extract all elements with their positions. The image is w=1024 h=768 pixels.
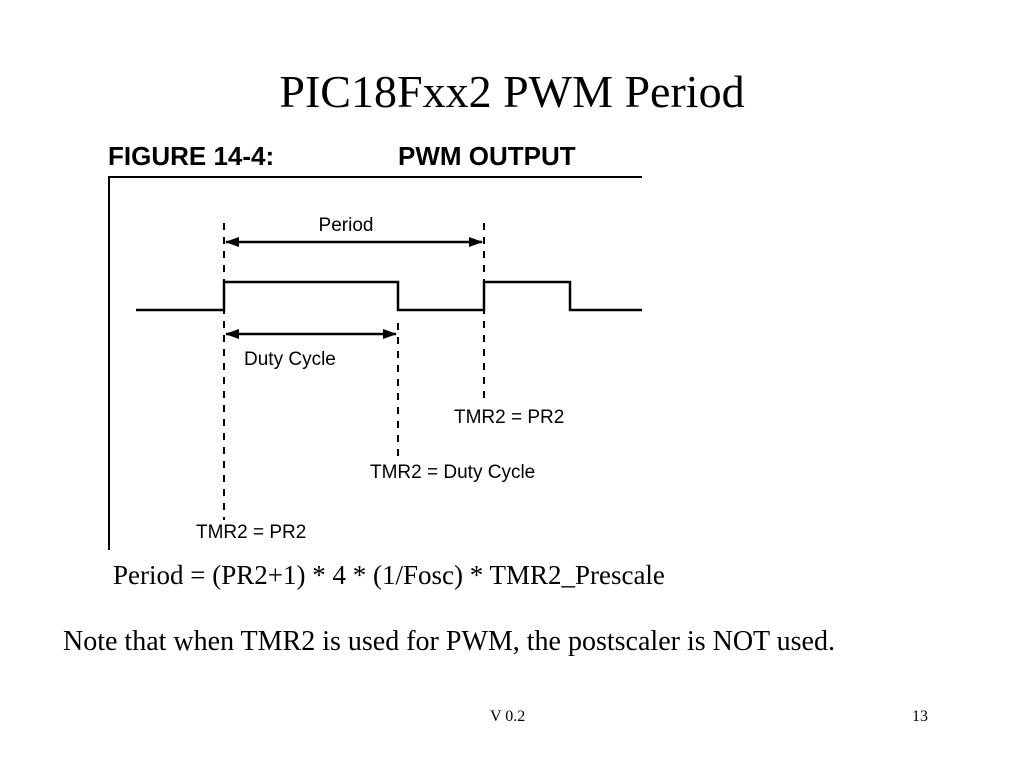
page-number: 13 [912,708,928,725]
slide-title: PIC18Fxx2 PWM Period [279,66,745,117]
tmr2-duty-cycle-label: TMR2 = Duty Cycle [370,462,535,483]
figure-title: PWM OUTPUT [398,141,576,171]
period-label: Period [319,215,374,236]
figure-number: FIGURE 14-4: [108,141,274,171]
version-label: V 0.2 [490,708,526,725]
pwm-waveform [136,280,642,312]
pwm-output-figure: FIGURE 14-4: PWM OUTPUT Period Duty Cycl… [100,135,660,555]
period-formula: Period = (PR2+1) * 4 * (1/Fosc) * TMR2_P… [113,560,665,590]
tmr2-pr2-label-left: TMR2 = PR2 [196,522,306,543]
duty-cycle-label: Duty Cycle [244,349,336,370]
postscaler-note: Note that when TMR2 is used for PWM, the… [63,626,835,657]
tmr2-pr2-label-right: TMR2 = PR2 [454,407,564,428]
